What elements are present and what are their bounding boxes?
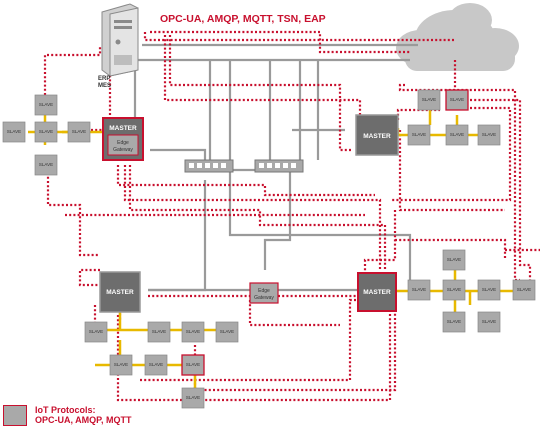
slave-node: SLAVE	[181, 321, 205, 343]
slave-node: SLAVE	[445, 124, 469, 146]
slave-node: SLAVE	[181, 387, 205, 409]
slave-node: SLAVE	[512, 279, 536, 301]
master-node-bottom-right: MASTER	[357, 272, 397, 312]
slave-label: SLAVE	[152, 329, 166, 334]
slave-label: SLAVE	[186, 362, 200, 367]
slave-nodes: SLAVE SLAVE SLAVE SLAVE SLAVE SLAVE SLAV…	[2, 89, 536, 409]
master-label: MASTER	[363, 133, 391, 140]
legend-line2: OPC-UA, AMQP, MQTT	[35, 415, 132, 425]
legend-text: IoT Protocols: OPC-UA, AMQP, MQTT	[35, 405, 132, 425]
slave-label: SLAVE	[450, 97, 464, 102]
slave-label: SLAVE	[412, 287, 426, 292]
slave-node: SLAVE	[417, 89, 441, 111]
slave-node: SLAVE	[67, 121, 91, 143]
slave-label: SLAVE	[517, 287, 531, 292]
slave-label: SLAVE	[149, 362, 163, 367]
slave-node: SLAVE	[442, 311, 466, 333]
network-switch-right	[254, 159, 304, 173]
slave-label: SLAVE	[7, 129, 21, 134]
slave-node: SLAVE	[2, 121, 26, 143]
erp-label-line1: ERP	[98, 76, 111, 82]
slave-label: SLAVE	[220, 329, 234, 334]
master-label: MASTER	[109, 125, 137, 132]
slave-node: SLAVE	[477, 279, 501, 301]
slave-label: SLAVE	[39, 129, 53, 134]
master-label: MASTER	[363, 289, 391, 296]
slave-node: SLAVE	[144, 354, 168, 376]
slave-node: SLAVE	[34, 94, 58, 116]
slave-node: SLAVE	[215, 321, 239, 343]
slave-node: SLAVE	[442, 249, 466, 271]
slave-node: SLAVE	[84, 321, 108, 343]
erp-label-line2: MES	[98, 83, 112, 89]
slave-label: SLAVE	[447, 319, 461, 324]
gateway-label-line1: Edge	[258, 288, 270, 294]
slave-node: SLAVE	[34, 154, 58, 176]
slave-label: SLAVE	[447, 257, 461, 262]
gateway-label-line2: Gateway	[254, 295, 274, 301]
slave-label: SLAVE	[422, 97, 436, 102]
network-switch-left	[184, 159, 234, 173]
slave-node: SLAVE	[445, 89, 469, 111]
legend-line1: IoT Protocols:	[35, 405, 96, 415]
legend-swatch	[3, 405, 27, 426]
slave-label: SLAVE	[186, 395, 200, 400]
slave-node: SLAVE	[407, 124, 431, 146]
slave-label: SLAVE	[482, 287, 496, 292]
master-node-bottom-left: MASTER	[99, 271, 141, 313]
slave-label: SLAVE	[114, 362, 128, 367]
slave-label: SLAVE	[72, 129, 86, 134]
protocols-title: OPC-UA, AMQP, MQTT, TSN, EAP	[160, 13, 326, 25]
erp-server-icon	[101, 3, 139, 77]
edge-gateway-node: Edge Gateway	[249, 282, 279, 304]
protocol-links	[43, 30, 540, 402]
slave-label: SLAVE	[450, 132, 464, 137]
slave-node: SLAVE	[181, 354, 205, 376]
slave-label: SLAVE	[412, 132, 426, 137]
slave-node: SLAVE	[147, 321, 171, 343]
slave-label: SLAVE	[89, 329, 103, 334]
slave-label: SLAVE	[39, 102, 53, 107]
slave-node: SLAVE	[477, 124, 501, 146]
slave-label: SLAVE	[482, 132, 496, 137]
slave-label: SLAVE	[447, 287, 461, 292]
slave-label: SLAVE	[482, 319, 496, 324]
cloud-icon	[396, 3, 519, 71]
gateway-label-line1: Edge	[117, 140, 129, 146]
slave-node: SLAVE	[407, 279, 431, 301]
erp-mes-label: ERP MES	[98, 76, 111, 90]
gateway-label-line2: Gateway	[113, 147, 133, 153]
slave-label: SLAVE	[39, 162, 53, 167]
master-label: MASTER	[106, 289, 134, 296]
slave-node: SLAVE	[34, 121, 58, 143]
master-node-top-left: MASTER Edge Gateway	[102, 117, 144, 161]
slave-label: SLAVE	[186, 329, 200, 334]
slave-node: SLAVE	[442, 279, 466, 301]
slave-node: SLAVE	[477, 311, 501, 333]
slave-node: SLAVE	[109, 354, 133, 376]
master-node-top-right: MASTER	[355, 114, 399, 156]
